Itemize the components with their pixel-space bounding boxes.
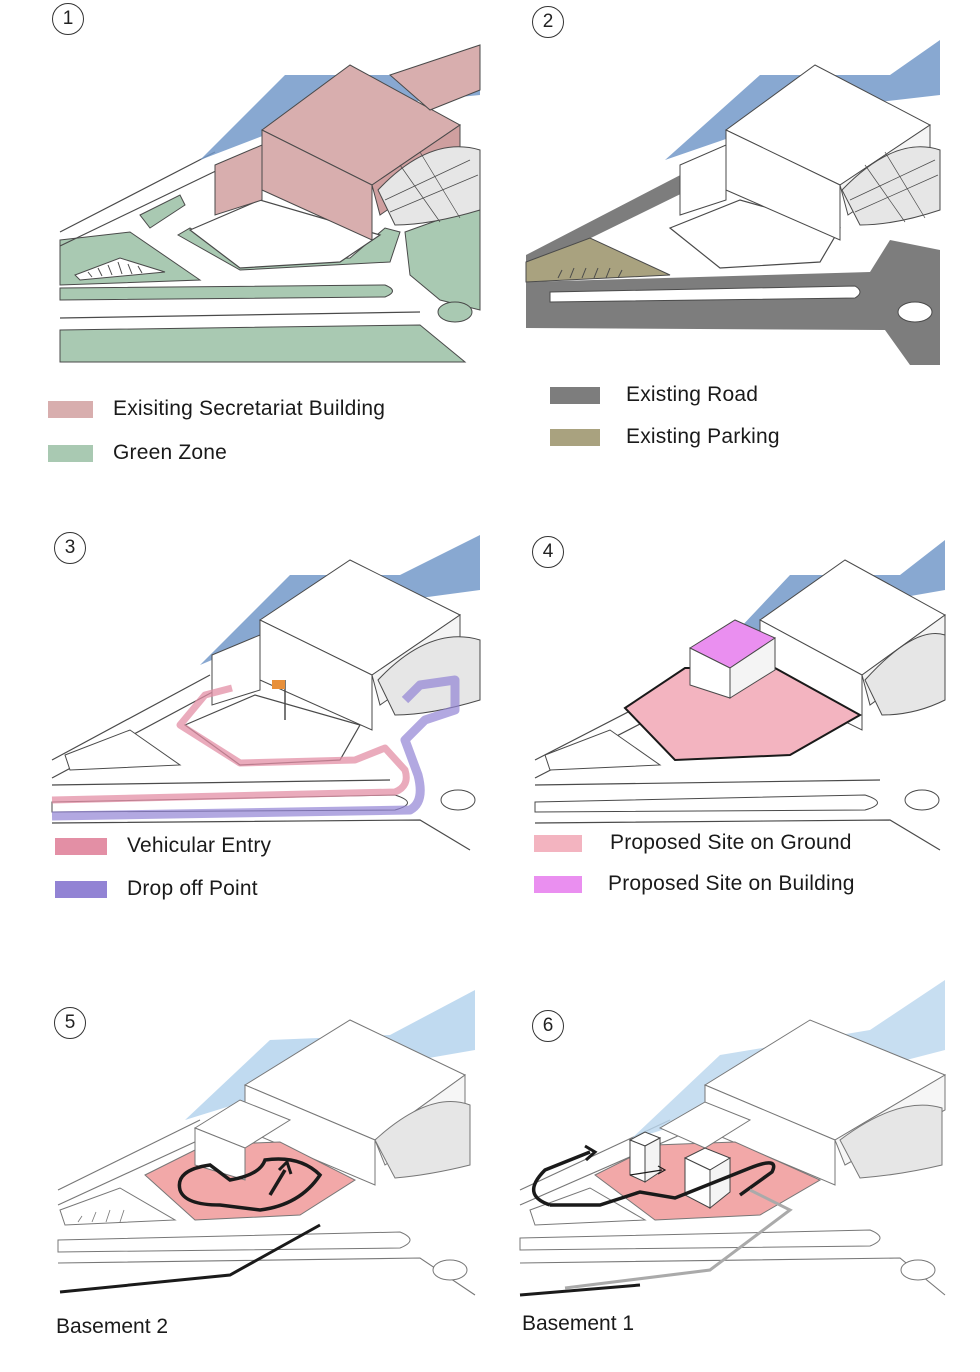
legend-label: Existing Parking <box>626 425 780 448</box>
caption-basement-1: Basement 1 <box>522 1312 635 1335</box>
site-drawing-existing-building <box>59 44 481 363</box>
panel-1: 1 <box>0 0 490 480</box>
panel-5: 5 Basement 2 <box>0 980 490 1370</box>
legend-item-vehicular-entry: Vehicular Entry <box>55 834 271 858</box>
panel-6: 6 Basement 1 <box>490 980 980 1370</box>
legend-label: Proposed Site on Ground <box>610 831 852 854</box>
panel-number: 5 <box>54 1007 86 1039</box>
legend-item-existing-parking: Existing Parking <box>550 425 780 449</box>
legend-swatch <box>55 837 107 855</box>
panel-number: 2 <box>532 6 564 38</box>
caption-basement-2: Basement 2 <box>56 1315 169 1338</box>
legend-item-green-zone: Green Zone <box>48 441 227 465</box>
legend-label: Vehicular Entry <box>127 834 272 857</box>
legend-item-existing-road: Existing Road <box>550 383 758 407</box>
site-drawing-basement-2 <box>57 990 476 1296</box>
legend-swatch <box>55 880 107 898</box>
legend-label: Green Zone <box>113 441 228 464</box>
legend-swatch <box>534 875 582 893</box>
legend-label: Proposed Site on Building <box>608 872 855 895</box>
site-drawing-proposed-site <box>534 540 946 851</box>
site-drawing-existing-roads <box>525 40 941 365</box>
legend-swatch <box>48 400 93 418</box>
panel-number: 4 <box>532 536 564 568</box>
legend-swatch <box>550 386 600 404</box>
site-drawing-basement-1 <box>519 980 947 1297</box>
legend-label: Exisiting Secretariat Building <box>113 397 386 420</box>
legend-label: Drop off Point <box>127 877 258 900</box>
panel-4: 4 Proposed Site on Ground Proposed Site … <box>490 520 980 920</box>
panel-3: 3 Vehicular Entry Drop off Point <box>0 520 490 920</box>
panel-number: 1 <box>52 3 84 35</box>
legend-swatch <box>48 444 93 462</box>
legend-item-drop-off: Drop off Point <box>55 877 258 901</box>
legend-swatch <box>550 428 600 446</box>
legend-item-proposed-building: Proposed Site on Building <box>534 872 855 896</box>
legend-label: Existing Road <box>626 383 759 406</box>
legend-swatch <box>534 834 582 852</box>
panel-2: 2 Existing Road Existing Pa <box>490 0 980 480</box>
site-drawing-circulation <box>51 535 481 851</box>
panel-number: 3 <box>54 532 86 564</box>
panel-number: 6 <box>532 1010 564 1042</box>
legend-item-secretariat: Exisiting Secretariat Building <box>48 397 385 421</box>
legend-item-proposed-ground: Proposed Site on Ground <box>534 831 852 855</box>
